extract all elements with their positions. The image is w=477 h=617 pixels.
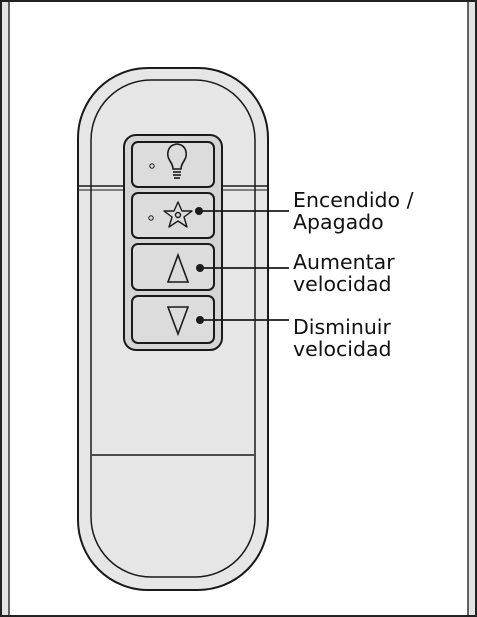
speed-down-button[interactable] (131, 295, 215, 344)
speed-up-button[interactable] (131, 243, 215, 291)
callout-speed-down (196, 316, 289, 324)
triangle-down-icon (166, 306, 190, 337)
callout-power (195, 207, 289, 215)
light-bulb-icon (167, 143, 187, 179)
fan-icon (163, 201, 193, 228)
right-border-strip (468, 2, 475, 615)
indicator-dot (148, 215, 154, 221)
label-speed-down: Disminuir velocidad (293, 316, 392, 360)
label-speed-up-line2: velocidad (293, 272, 392, 296)
fan-button[interactable] (131, 192, 215, 239)
triangle-up-icon (166, 252, 190, 283)
indicator-dot (149, 163, 155, 169)
label-speed-up: Aumentar velocidad (293, 251, 395, 295)
label-power-line2: Apagado (293, 210, 384, 234)
callout-speed-up (196, 264, 289, 272)
left-border-strip (2, 2, 9, 615)
label-speed-down-line2: velocidad (293, 337, 392, 361)
light-button[interactable] (131, 141, 215, 188)
label-speed-down-line1: Disminuir (293, 315, 391, 339)
label-power-line1: Encendido / (293, 188, 414, 212)
label-speed-up-line1: Aumentar (293, 250, 395, 274)
label-power: Encendido / Apagado (293, 189, 414, 233)
